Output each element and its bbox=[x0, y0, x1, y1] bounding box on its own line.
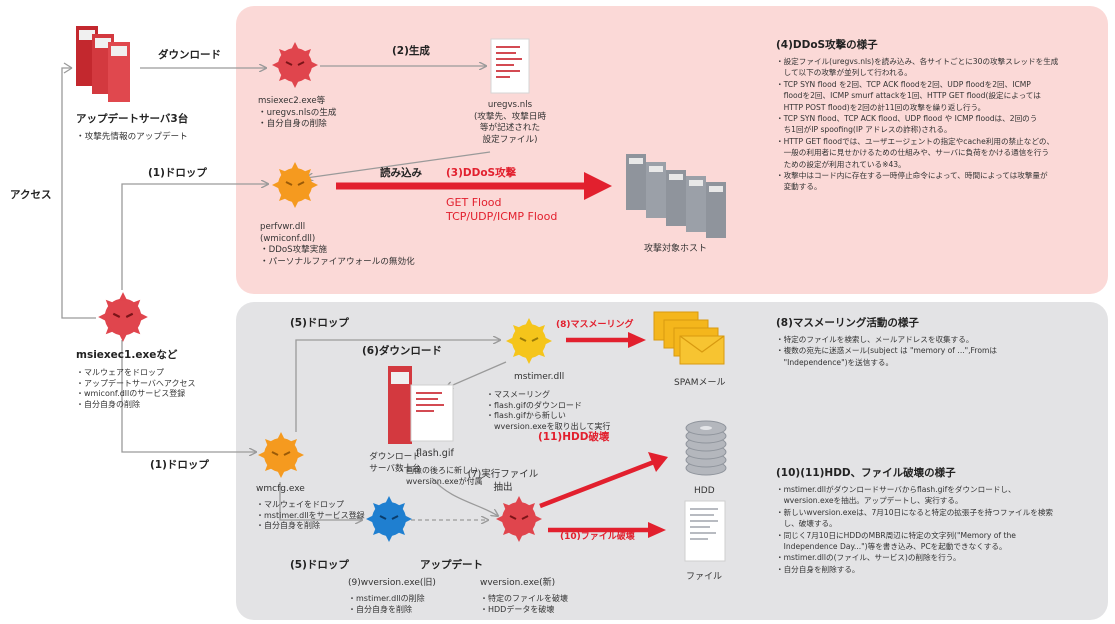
destroy-info-title: (10)(11)HDD、ファイル破壊の様子 bbox=[776, 467, 956, 479]
uregvs-desc: uregvs.nls (攻撃先、攻撃日時 等が記述された 設定ファイル) bbox=[473, 100, 547, 145]
ddos-panel bbox=[236, 6, 1108, 294]
mstimer-title: mstimer.dll bbox=[514, 372, 565, 382]
wmcfg-virus-icon bbox=[258, 432, 304, 478]
drop5-bottom-label: (5)ドロップ bbox=[290, 559, 349, 571]
msiexec1-virus-icon bbox=[98, 292, 148, 342]
update-server-title: アップデートサーバ3台 bbox=[76, 113, 189, 125]
flash-gif-label: flash.gif bbox=[416, 448, 454, 459]
wversion-new-title: wversion.exe(新) bbox=[480, 578, 556, 588]
download-server-desc: ダウンロード サーバ数十台 bbox=[369, 452, 421, 474]
mass-mailing-info-body: ・特定のファイルを検索し、メールアドレスを収集する。 ・複数の宛先に迷惑メール(… bbox=[776, 335, 997, 367]
update-server-desc: ・攻撃先情報のアップデート bbox=[76, 132, 188, 142]
drop5-top-label: (5)ドロップ bbox=[290, 317, 349, 329]
drop1-bottom-label: (1)ドロップ bbox=[150, 459, 209, 471]
download-label: ダウンロード bbox=[158, 49, 221, 61]
target-host-servers-icon bbox=[626, 154, 726, 238]
target-host-label: 攻撃対象ホスト bbox=[644, 244, 708, 254]
mass-mailing-label: (8)マスメーリング bbox=[556, 320, 634, 330]
read-label: 読み込み bbox=[380, 167, 422, 179]
file-document-icon bbox=[684, 500, 726, 562]
flood-types: GET Flood TCP/UDP/ICMP Flood bbox=[446, 196, 558, 223]
wversion-new-virus-icon bbox=[496, 496, 542, 542]
ddos-attack-label: (3)DDoS攻撃 bbox=[446, 167, 517, 179]
wversion-old-title: (9)wversion.exe(旧) bbox=[348, 578, 436, 588]
hdd-icon bbox=[685, 420, 727, 476]
file-label: ファイル bbox=[686, 572, 723, 582]
flash-gif-desc: ・画像の後ろに新しい wversion.exeが付属 bbox=[398, 466, 483, 486]
msiexec2-desc: msiexec2.exe等 ・uregvs.nlsの生成 ・自分自身の削除 bbox=[258, 96, 337, 129]
ddos-info-body: ・設定ファイル(uregvs.nls)を読み込み、各サイトごとに30の攻撃スレッ… bbox=[776, 57, 1059, 192]
file-destroy-label: (10)ファイル破壊 bbox=[560, 532, 635, 542]
wversion-new-desc: ・特定のファイルを破壊 ・HDDデータを破壊 bbox=[480, 594, 568, 614]
update-label: アップデート bbox=[420, 559, 483, 571]
hdd-label: HDD bbox=[694, 486, 715, 496]
msiexec2-virus-icon bbox=[272, 42, 318, 88]
extract-label: (7)実行ファイル 抽出 bbox=[467, 469, 539, 493]
destroy-info-body: ・mstimer.dllがダウンロードサーバからflash.gifをダウンロード… bbox=[776, 485, 1054, 574]
wversion-old-virus-icon bbox=[366, 496, 412, 542]
uregvs-document-icon bbox=[490, 38, 530, 94]
drop1-top-label: (1)ドロップ bbox=[148, 167, 207, 179]
mstimer-virus-icon bbox=[506, 318, 552, 364]
msiexec1-desc: ・マルウェアをドロップ ・アップデートサーバへアクセス ・wmiconf.dll… bbox=[76, 368, 196, 409]
download6-label: (6)ダウンロード bbox=[362, 345, 442, 357]
access-label: アクセス bbox=[10, 189, 52, 201]
spam-mail-label: SPAMメール bbox=[674, 378, 726, 388]
wversion-old-desc: ・mstimer.dllの削除 ・自分自身を削除 bbox=[348, 594, 425, 614]
mass-mailing-info-title: (8)マスメーリング活動の様子 bbox=[776, 317, 919, 329]
spam-mail-icon bbox=[653, 311, 725, 365]
msiexec1-title: msiexec1.exeなど bbox=[76, 349, 178, 361]
generate-label: (2)生成 bbox=[392, 45, 430, 57]
wmcfg-desc: ・マルウェイをドロップ ・mstimer.dllをサービス登録 ・自分自身を削除 bbox=[256, 500, 365, 530]
hdd-destroy-label: (11)HDD破壊 bbox=[538, 431, 610, 443]
wmcfg-title: wmcfg.exe bbox=[256, 484, 305, 494]
ddos-info-title: (4)DDoS攻撃の様子 bbox=[776, 39, 878, 51]
perfvwr-virus-icon bbox=[272, 162, 318, 208]
download-server-icon bbox=[388, 366, 412, 444]
mstimer-desc: ・マスメーリング ・flash.gifのダウンロード ・flash.gifから新… bbox=[486, 390, 611, 431]
perfvwr-desc: perfvwr.dll (wmiconf.dll) ・DDoS攻撃実施 ・パーソ… bbox=[260, 222, 415, 267]
update-server-icon bbox=[76, 26, 130, 102]
flash-gif-document-icon bbox=[410, 384, 454, 442]
mass-mailing-panel bbox=[236, 302, 1108, 620]
